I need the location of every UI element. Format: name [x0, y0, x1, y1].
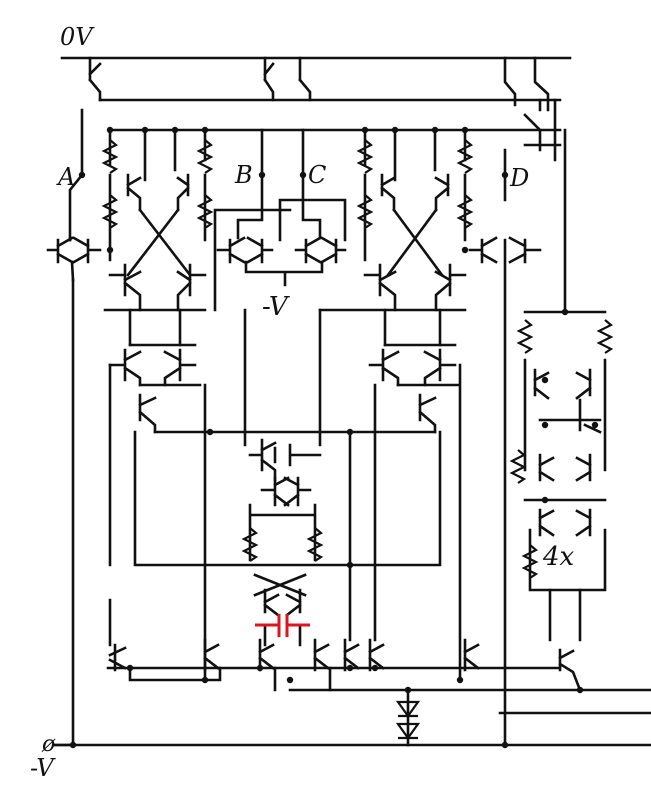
node-a-label: A [56, 163, 75, 191]
left-comparator [46, 126, 214, 747]
highlighted-capacitor [255, 614, 310, 637]
node-c-label: C [308, 161, 326, 189]
diode-stack [395, 686, 421, 747]
latch-core [108, 308, 462, 682]
supply-terminal [53, 741, 77, 749]
top-current-sources [68, 56, 562, 747]
divider-block [509, 128, 614, 694]
phi-label: ø [41, 732, 56, 757]
supply-rails [53, 56, 651, 747]
multiplier-label: 4x [542, 542, 575, 572]
node-d-label: D [509, 164, 529, 192]
center-inputs [213, 128, 347, 312]
zero-volt-label: 0V [60, 23, 95, 51]
bottom-switches [108, 383, 509, 749]
right-comparator [318, 126, 542, 347]
neg-v-bottom-label: -V [30, 754, 56, 782]
node-b-label: B [234, 161, 253, 189]
neg-v-center-label: -V [262, 292, 290, 322]
